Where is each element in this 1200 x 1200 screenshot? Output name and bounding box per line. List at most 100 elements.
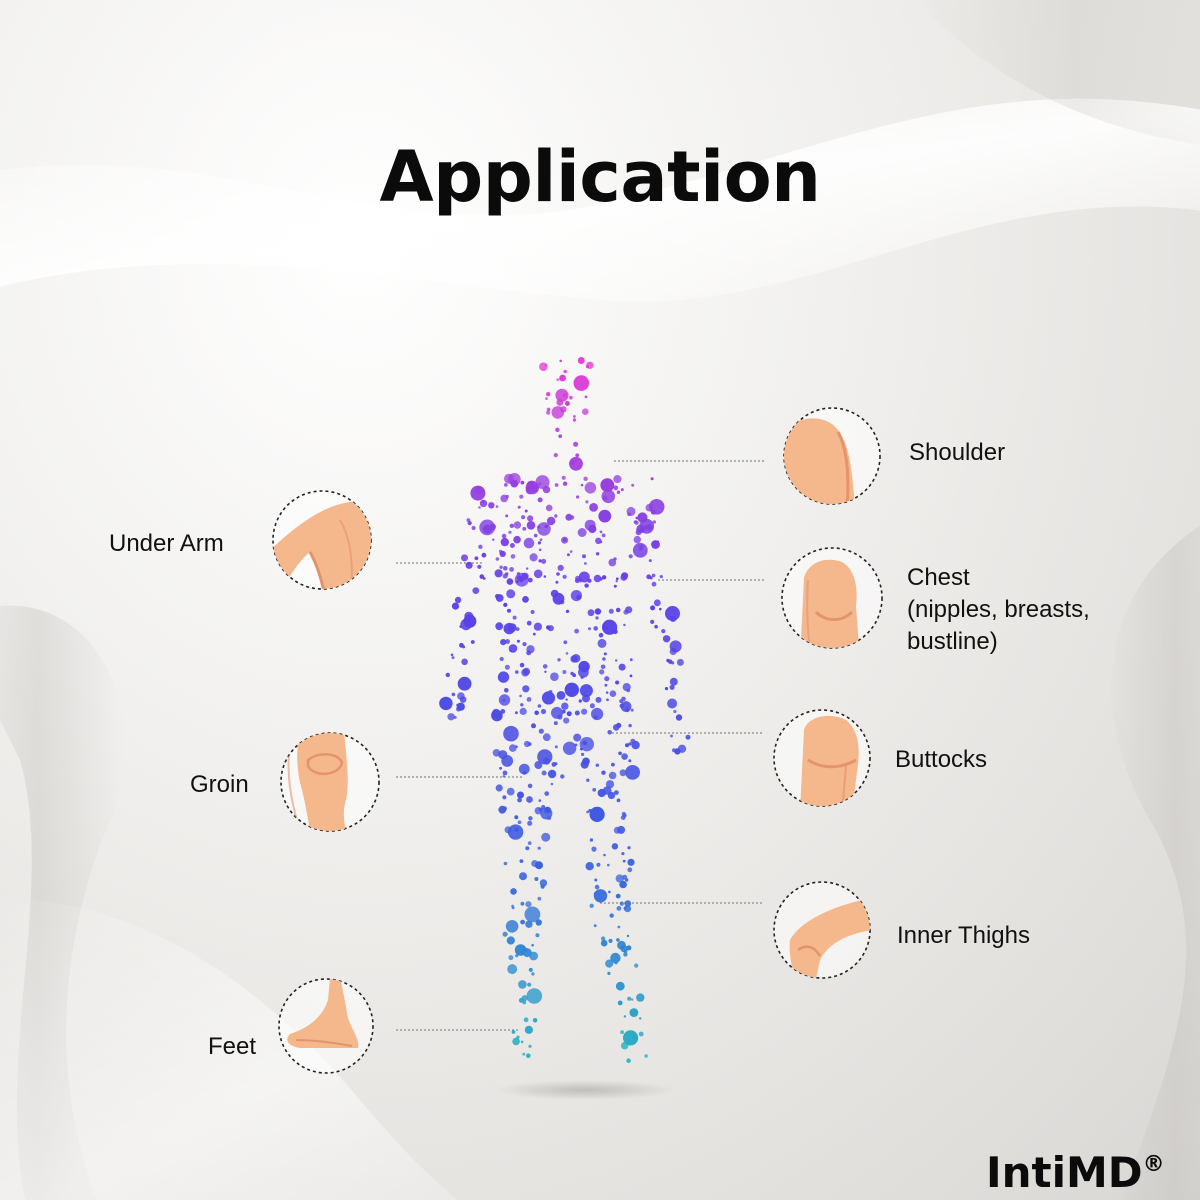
figure-dot <box>495 557 500 561</box>
figure-dot <box>605 959 614 968</box>
figure-dot <box>619 880 627 889</box>
figure-dot <box>525 901 532 908</box>
figure-dot <box>605 780 615 789</box>
figure-dot <box>517 820 522 824</box>
figure-dot <box>581 752 585 757</box>
figure-dot <box>560 406 567 413</box>
label-inner-thighs: Inner Thighs <box>897 922 1030 949</box>
figure-dot <box>499 565 503 569</box>
figure-dot <box>519 694 522 698</box>
figure-dot <box>554 762 558 766</box>
figure-dot <box>528 967 533 972</box>
foot-icon <box>278 978 374 1074</box>
figure-dot <box>534 877 539 881</box>
figure-dot <box>524 1025 534 1034</box>
figure-dot <box>456 703 459 707</box>
figure-dot <box>538 559 542 563</box>
figure-dot <box>634 963 639 968</box>
figure-dot <box>509 649 512 652</box>
figure-dot <box>472 587 480 594</box>
figure-dot <box>585 500 589 504</box>
figure-dot <box>451 656 455 660</box>
figure-dot <box>677 744 687 753</box>
figure-dot <box>627 846 631 850</box>
figure-dot <box>582 408 589 416</box>
figure-dot <box>474 556 479 561</box>
figure-dot <box>522 1052 526 1056</box>
figure-dot <box>523 537 535 549</box>
floor-shadow <box>495 1080 675 1100</box>
figure-dot <box>542 485 551 494</box>
figure-dot <box>586 810 589 814</box>
figure-dot <box>533 569 543 579</box>
figure-dot <box>620 488 624 492</box>
figure-dot <box>538 728 544 734</box>
figure-dot <box>622 859 626 863</box>
figure-dot <box>584 519 596 531</box>
figure-dot <box>439 696 453 711</box>
figure-dot <box>625 765 640 780</box>
figure-dot <box>580 747 583 751</box>
figure-dot <box>562 481 568 486</box>
figure-dot <box>561 702 569 710</box>
figure-dot <box>611 843 619 850</box>
figure-dot <box>451 602 460 610</box>
figure-dot <box>557 658 561 662</box>
figure-dot <box>602 657 606 661</box>
figure-dot <box>481 500 485 504</box>
figure-dot <box>540 708 547 715</box>
figure-dot <box>525 846 530 851</box>
figure-dot <box>584 395 588 399</box>
figure-dot <box>574 628 579 634</box>
figure-dot <box>635 516 639 520</box>
under-arm-icon <box>272 490 372 590</box>
figure-dot <box>565 652 569 655</box>
figure-dot <box>510 554 516 559</box>
figure-dot <box>669 647 677 656</box>
figure-dot <box>550 672 559 681</box>
figure-dot <box>665 606 680 621</box>
figure-dot <box>534 710 539 716</box>
figure-dot <box>527 783 533 789</box>
label-chest-line-1: Chest <box>907 564 970 591</box>
figure-dot <box>620 815 626 820</box>
figure-dot <box>527 515 534 522</box>
figure-dot <box>544 791 549 796</box>
figure-dot <box>546 516 556 526</box>
figure-dot <box>591 846 597 852</box>
chest-icon <box>781 547 883 649</box>
figure-dot <box>509 744 517 752</box>
figure-dot <box>535 919 542 926</box>
figure-dot <box>621 753 628 760</box>
figure-dot <box>506 578 514 585</box>
figure-dot <box>570 671 574 676</box>
figure-dot <box>542 664 548 669</box>
figure-dot <box>538 548 542 552</box>
figure-dot <box>557 564 564 572</box>
label-chest-line-3: bustline) <box>907 628 998 655</box>
figure-dot <box>573 441 579 447</box>
figure-dot <box>517 797 522 803</box>
figure-dot <box>623 1030 639 1046</box>
figure-dot <box>619 769 627 777</box>
figure-dot <box>553 453 558 458</box>
figure-dot <box>555 388 569 402</box>
figure-dot <box>507 824 524 840</box>
figure-dot <box>578 666 589 678</box>
figure-dot <box>594 608 602 615</box>
figure-dot <box>626 688 631 693</box>
figure-dot <box>454 596 462 604</box>
figure-dot <box>514 711 518 715</box>
figure-dot <box>475 486 484 494</box>
figure-dot <box>628 759 632 763</box>
label-chest-line-2: (nipples, breasts, <box>907 596 1090 623</box>
figure-dot <box>623 1015 627 1018</box>
figure-dot <box>519 707 527 716</box>
figure-dot <box>573 375 590 391</box>
figure-dot <box>540 884 545 889</box>
figure-dot <box>605 691 609 694</box>
figure-dot <box>668 659 673 664</box>
figure-dot <box>504 826 512 834</box>
figure-dot <box>498 750 508 760</box>
